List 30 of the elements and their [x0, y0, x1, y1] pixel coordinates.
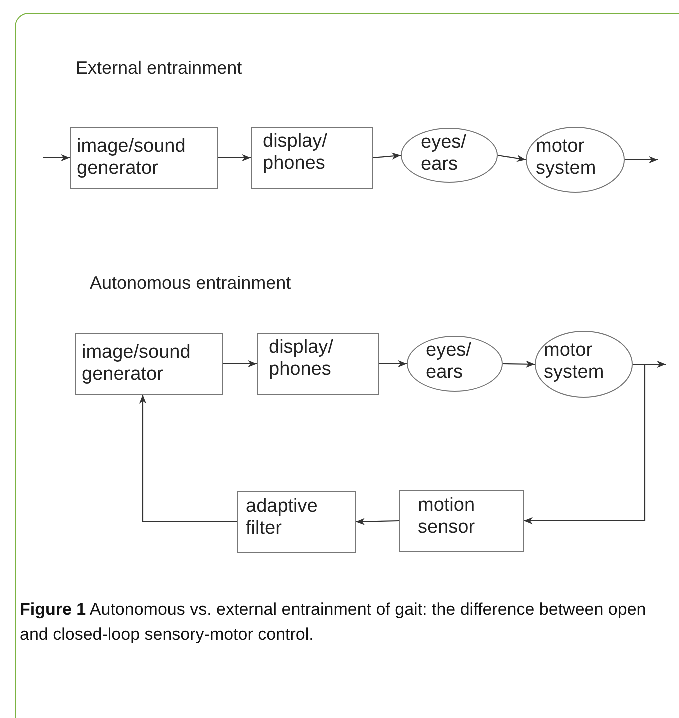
- arrow: [218, 154, 251, 162]
- node-label: adaptive filter: [246, 496, 319, 540]
- arrow: [524, 364, 646, 525]
- arrow: [223, 360, 257, 368]
- node-label: display/ phones: [269, 337, 334, 381]
- section-heading: External entrainment: [76, 58, 242, 79]
- node-label: motor system: [536, 136, 598, 180]
- arrow: [503, 360, 535, 368]
- node-label: eyes/ ears: [426, 340, 472, 384]
- arrow: [43, 154, 70, 162]
- section-heading: Autonomous entrainment: [90, 273, 292, 294]
- arrow: [139, 395, 237, 523]
- figure-caption: Figure 1 Autonomous vs. external entrainment of gait: the difference between open and closed-loop sensory-motor control.: [20, 599, 648, 646]
- arrow: [372, 152, 402, 160]
- node-label: image/sound generator: [77, 136, 187, 180]
- process-box: [399, 490, 524, 552]
- node-label: eyes/ ears: [421, 132, 468, 176]
- arrow: [379, 360, 407, 368]
- node-label: motion sensor: [418, 495, 476, 539]
- process-box: [237, 491, 356, 553]
- process-box: [70, 127, 218, 189]
- process-box: [75, 333, 223, 395]
- arrow: [498, 154, 526, 162]
- arrow: [625, 156, 658, 164]
- node-label: display/ phones: [263, 131, 328, 175]
- arrow: [356, 518, 400, 526]
- node-label: motor system: [544, 340, 606, 384]
- node-label: image/sound generator: [82, 342, 192, 386]
- process-box: [257, 333, 379, 395]
- process-box: [251, 127, 373, 189]
